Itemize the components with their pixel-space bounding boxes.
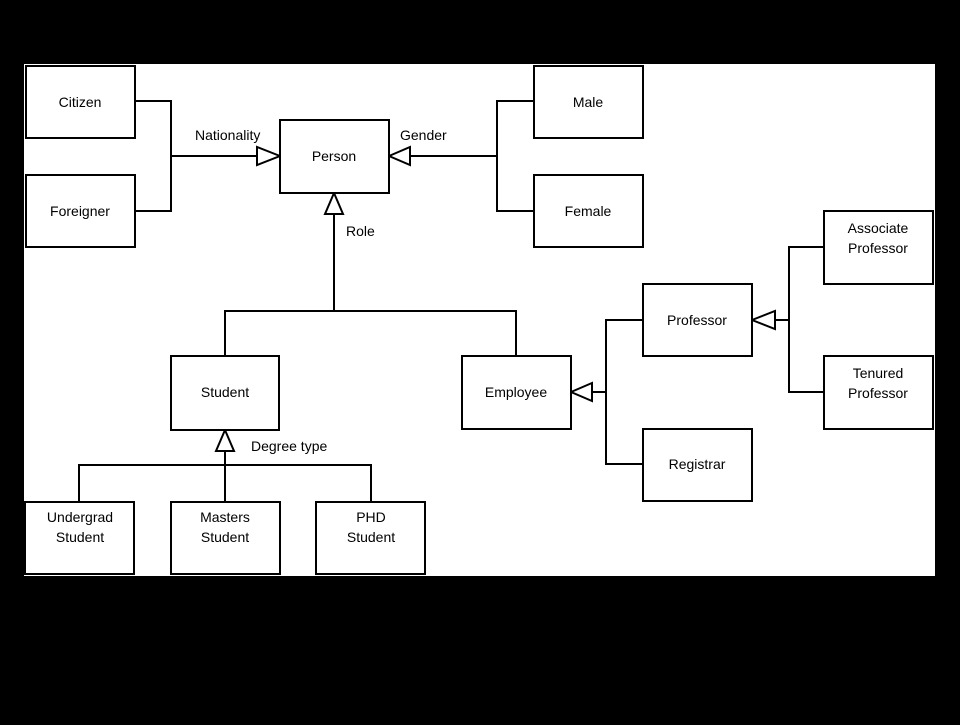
label-line: Citizen — [59, 94, 102, 110]
phd-student-box[interactable] — [315, 501, 426, 575]
associate-professor-box[interactable] — [823, 210, 934, 285]
tenured-professor-box[interactable] — [823, 355, 934, 430]
connector-undergrad — [78, 464, 225, 502]
citizen-box[interactable] — [25, 65, 136, 139]
label-line: Undergrad — [47, 509, 113, 525]
person-box[interactable] — [279, 119, 390, 194]
female-label: Female — [565, 203, 612, 219]
label-line: Student — [201, 384, 249, 400]
label-line: Registrar — [669, 456, 726, 472]
connector-employee-role — [334, 310, 517, 356]
connector-citizen — [135, 100, 172, 156]
connector-phd — [225, 464, 372, 502]
gender-label: Gender — [400, 127, 447, 143]
connector-student-role — [224, 310, 334, 356]
male-box[interactable] — [533, 65, 644, 139]
registrar-box[interactable] — [642, 428, 753, 502]
class-boxes — [24, 65, 934, 575]
connector-female — [496, 156, 534, 212]
foreigner-box[interactable] — [25, 174, 136, 248]
professor-box[interactable] — [642, 283, 753, 357]
arrowhead-person-bottom — [323, 190, 345, 215]
relationship-labels: Nationality Gender Role Degree type — [195, 127, 447, 454]
professor-label: Professor — [667, 312, 727, 328]
masters-student-box[interactable] — [170, 501, 281, 575]
label-line: Person — [312, 148, 356, 164]
connector-professor — [605, 319, 643, 392]
connector-male — [496, 100, 534, 156]
diagram-canvas — [24, 64, 935, 576]
label-line: Professor — [848, 385, 908, 401]
citizen-label: Citizen — [59, 94, 102, 110]
connector-foreigner — [135, 156, 172, 212]
class-labels: Citizen Foreigner Person Male Female Stu… — [47, 94, 909, 545]
label-line: Female — [565, 203, 612, 219]
arrowhead-professor — [749, 309, 776, 331]
label-line: Employee — [485, 384, 547, 400]
connector-tenured-professor — [788, 320, 824, 393]
foreigner-label: Foreigner — [50, 203, 110, 219]
connector-associate-professor — [788, 246, 824, 320]
inheritance-arrowheads — [214, 145, 776, 452]
student-label: Student — [201, 384, 249, 400]
label-line: PHD — [356, 509, 386, 525]
label-line: Student — [56, 529, 104, 545]
employee-label: Employee — [485, 384, 547, 400]
label-line: Professor — [667, 312, 727, 328]
role-label: Role — [346, 223, 375, 239]
label-line: Tenured — [853, 365, 904, 381]
connector-registrar — [605, 392, 643, 465]
male-label: Male — [573, 94, 604, 110]
connector-lines — [78, 100, 824, 502]
arrowhead-person-left — [256, 145, 283, 167]
arrowhead-student — [214, 427, 236, 452]
degree-type-label: Degree type — [251, 438, 327, 454]
label-line: Professor — [848, 240, 908, 256]
arrowhead-person-right — [386, 145, 411, 167]
label-line: Student — [201, 529, 249, 545]
employee-box[interactable] — [461, 355, 572, 430]
undergrad-student-box[interactable] — [24, 501, 135, 575]
arrowhead-employee — [568, 381, 593, 403]
label-line: Male — [573, 94, 604, 110]
label-line: Associate — [848, 220, 909, 236]
label-line: Foreigner — [50, 203, 110, 219]
phd-student-label: PHD Student — [347, 509, 395, 545]
person-label: Person — [312, 148, 356, 164]
nationality-label: Nationality — [195, 127, 260, 143]
student-box[interactable] — [170, 355, 280, 431]
label-line: Masters — [200, 509, 250, 525]
label-line: Student — [347, 529, 395, 545]
registrar-label: Registrar — [669, 456, 726, 472]
female-box[interactable] — [533, 174, 644, 248]
